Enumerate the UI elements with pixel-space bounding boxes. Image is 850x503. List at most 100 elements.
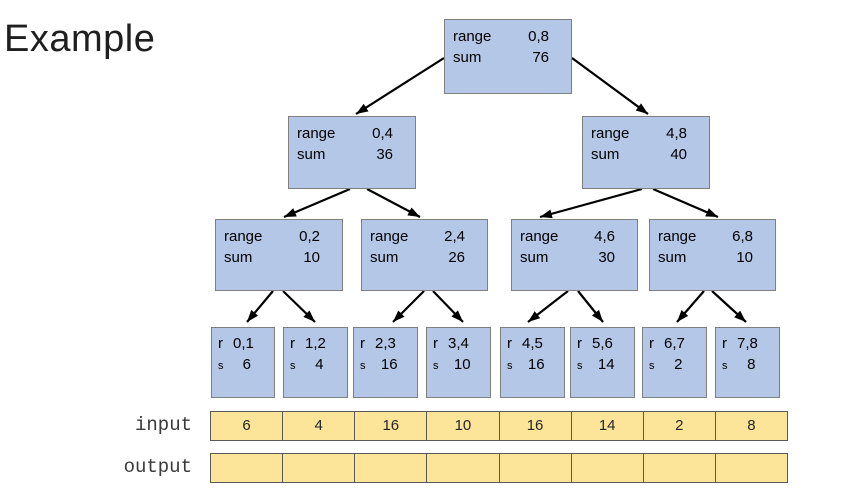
r-label: r [649,335,654,352]
r-label: r [290,335,295,352]
r-value: 2,3 [375,335,396,352]
range-value: 0,8 [528,28,549,45]
r-value: 7,8 [737,335,758,352]
arrow-l3b-to-leaf4 [432,290,464,323]
range-label: range [370,228,409,245]
range-value: 4,6 [594,228,615,245]
arrow-l3d-to-leaf7 [676,290,705,323]
s-label: s [218,360,224,372]
tree-leaf-2-3: r 2,3 s 16 [353,327,418,398]
s-value: 8 [747,356,756,373]
arrow-root-to-l2b [571,57,649,115]
range-value: 0,2 [299,228,320,245]
tree-leaf-3-4: r 3,4 s 10 [426,327,491,398]
s-value: 2 [674,356,683,373]
s-value: 4 [315,356,324,373]
output-cell [500,454,572,482]
arrow-l3a-to-leaf1 [246,290,274,323]
s-label: s [290,360,296,372]
range-label: range [297,125,336,142]
input-array: 6 4 16 10 16 14 2 8 [210,411,788,441]
r-label: r [722,335,727,352]
r-value: 6,7 [664,335,685,352]
output-cell [211,454,284,482]
arrow-l3d-to-leaf8 [711,290,747,323]
output-cell [716,454,787,482]
sum-value: 36 [376,146,393,163]
s-label: s [722,360,728,372]
input-cell: 10 [427,412,500,440]
s-value: 16 [380,356,398,373]
input-cell: 14 [572,412,644,440]
r-label: r [360,335,365,352]
arrow-l2a-to-l3a [283,187,351,219]
range-value: 0,4 [372,125,393,142]
sum-label: sum [453,49,482,66]
output-cell [355,454,428,482]
range-label: range [224,228,263,245]
s-value: 6 [242,356,251,373]
s-label: s [433,360,439,372]
arrow-l3c-to-leaf6 [577,290,604,323]
r-value: 5,6 [592,335,613,352]
input-cell: 16 [355,412,428,440]
sum-label: sum [591,146,620,163]
tree-node-0-4: range 0,4 sum 36 [288,116,416,189]
arrow-l2a-to-l3b [366,188,421,218]
r-label: r [433,335,438,352]
sum-value: 40 [670,146,687,163]
range-label: range [658,228,697,245]
input-cell: 4 [283,412,356,440]
sum-label: sum [658,249,687,266]
r-value: 3,4 [448,335,469,352]
output-cell [427,454,500,482]
arrow-l2b-to-l3d [652,187,719,219]
output-cell [644,454,716,482]
s-label: s [360,360,366,372]
sum-label: sum [224,249,253,266]
input-cell: 16 [500,412,572,440]
range-value: 4,8 [666,125,687,142]
output-cell [283,454,356,482]
arrow-l2b-to-l3c [539,187,643,219]
input-cell: 2 [644,412,716,440]
arrow-root-to-l2a [355,57,445,115]
r-value: 1,2 [305,335,326,352]
arrow-l3a-to-leaf2 [282,290,316,323]
tree-node-root: range 0,8 sum 76 [444,19,572,94]
tree-node-0-2: range 0,2 sum 10 [215,219,343,291]
arrow-l3b-to-leaf3 [392,290,425,323]
sum-value: 76 [532,49,549,66]
r-label: r [507,335,512,352]
sum-label: sum [520,249,549,266]
sum-value: 26 [448,249,465,266]
sum-label: sum [297,146,326,163]
range-label: range [453,28,492,45]
sum-value: 10 [303,249,320,266]
sum-value: 10 [736,249,753,266]
r-label: r [218,335,223,352]
input-cell: 6 [211,412,284,440]
slide-title: Example [4,18,156,60]
tree-leaf-6-7: r 6,7 s 2 [642,327,707,398]
range-value: 6,8 [732,228,753,245]
range-label: range [591,125,630,142]
arrow-l3c-to-leaf5 [527,290,569,323]
s-label: s [649,360,655,372]
s-value: 10 [453,356,471,373]
s-value: 14 [597,356,615,373]
s-label: s [507,360,513,372]
sum-label: sum [370,249,399,266]
tree-leaf-1-2: r 1,2 s 4 [283,327,348,398]
r-label: r [577,335,582,352]
tree-node-4-8: range 4,8 sum 40 [582,116,710,189]
sum-value: 30 [598,249,615,266]
s-value: 16 [527,356,545,373]
